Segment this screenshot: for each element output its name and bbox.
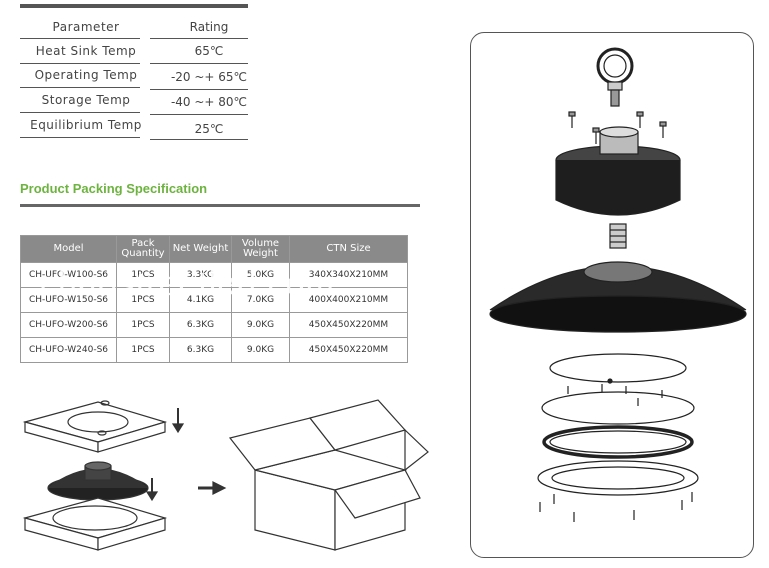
down-arrow-icon	[145, 478, 159, 502]
gasket-ring-drawing	[542, 425, 694, 459]
cell-ctn: 450X450X220MM	[289, 312, 408, 338]
carton-box-drawing	[228, 399, 429, 551]
rating-divider	[150, 38, 248, 39]
packing-table-header: Model Pack Quantity Net Weight Volume We…	[20, 235, 408, 263]
rating-divider	[150, 63, 248, 64]
param-value: 65℃	[194, 44, 224, 58]
cell-qty: 1PCS	[116, 312, 170, 338]
packing-table: Model Pack Quantity Net Weight Volume We…	[20, 235, 408, 363]
header-parameter: Parameter	[52, 20, 120, 34]
cell-ctn: 340X340X210MM	[289, 262, 408, 288]
down-arrow-icon	[171, 408, 185, 434]
col-net-weight: Net Weight	[169, 235, 232, 263]
rating-row: Heat Sink Temp 65℃	[20, 44, 248, 68]
col-volume-weight: Volume Weight	[231, 235, 290, 263]
rating-row: Storage Temp -40 ~+ 80℃	[20, 93, 248, 117]
param-value: -20 ~+ 65℃	[170, 70, 248, 84]
reflector-plate-drawing	[549, 353, 687, 384]
table-row: CH-UFO-W200-S6 1PCS 6.3KG 9.0KG 450X450X…	[20, 312, 408, 338]
cell-model: CH-UFO-W200-S6	[20, 312, 117, 338]
rating-table-header: Parameter Rating	[20, 20, 248, 44]
small-screws-drawing	[567, 384, 663, 406]
param-name: Heat Sink Temp	[35, 44, 137, 58]
cable-gland-drawing	[609, 223, 627, 249]
table-row: CH-UFO-W100-S6 1PCS 3.3KG 5.0KG 340X340X…	[20, 262, 408, 288]
watermark: chaostreetled.com	[40, 265, 335, 303]
cell-volume: 5.0KG	[231, 262, 290, 288]
param-value: -40 ~+ 80℃	[170, 95, 248, 109]
col-model: Model	[20, 235, 117, 263]
packing-illustration	[22, 399, 429, 551]
foam-base-drawing	[22, 497, 168, 551]
rating-table-top-rule	[20, 4, 248, 8]
cell-volume: 9.0KG	[231, 312, 290, 338]
section-title: Product Packing Specification	[20, 181, 208, 196]
rating-divider	[150, 89, 248, 90]
section-rule	[20, 204, 420, 207]
rating-divider	[150, 114, 248, 115]
cell-ctn: 450X450X220MM	[289, 337, 408, 363]
cell-qty: 1PCS	[116, 262, 170, 288]
foam-lid-drawing	[22, 400, 168, 453]
col-pack-quantity: Pack Quantity	[116, 235, 170, 263]
cell-model: CH-UFO-W240-S6	[20, 337, 117, 363]
param-name: Equilibrium Temp	[30, 118, 142, 132]
col-ctn-size: CTN Size	[289, 235, 408, 263]
table-row: CH-UFO-W240-S6 1PCS 6.3KG 9.0KG 450X450X…	[20, 337, 408, 363]
eye-bolt-drawing	[596, 47, 634, 107]
rating-divider	[20, 63, 140, 64]
driver-housing-drawing	[555, 126, 681, 216]
cell-model: CH-UFO-W100-S6	[20, 262, 117, 288]
rating-divider	[20, 112, 140, 113]
param-value: 25℃	[194, 122, 224, 136]
param-name: Storage Temp	[41, 93, 131, 107]
cell-volume: 7.0KG	[231, 287, 290, 313]
cell-volume: 9.0KG	[231, 337, 290, 363]
cell-net: 6.3KG	[169, 312, 232, 338]
header-rating: Rating	[189, 20, 229, 34]
bottom-ring-drawing	[537, 460, 699, 496]
rating-divider	[20, 87, 140, 88]
bottom-screws-drawing	[539, 492, 693, 522]
screw-drawing	[568, 111, 667, 144]
cell-qty: 1PCS	[116, 337, 170, 363]
right-arrow-icon	[198, 481, 227, 495]
exploded-view-drawing	[489, 47, 747, 522]
rating-row: Operating Temp -20 ~+ 65℃	[20, 68, 248, 92]
param-name: Operating Temp	[34, 68, 138, 82]
rating-divider	[20, 38, 140, 39]
cell-net: 4.1KG	[169, 287, 232, 313]
cell-net: 6.3KG	[169, 337, 232, 363]
heat-sink-drawing	[489, 261, 747, 333]
rating-divider	[20, 137, 140, 138]
exploded-view-frame	[470, 32, 754, 558]
diffuser-lens-drawing	[541, 391, 695, 425]
rating-divider	[150, 139, 248, 140]
ufo-lamp-drawing	[47, 461, 149, 501]
rating-row: Equilibrium Temp 25℃	[20, 118, 248, 142]
